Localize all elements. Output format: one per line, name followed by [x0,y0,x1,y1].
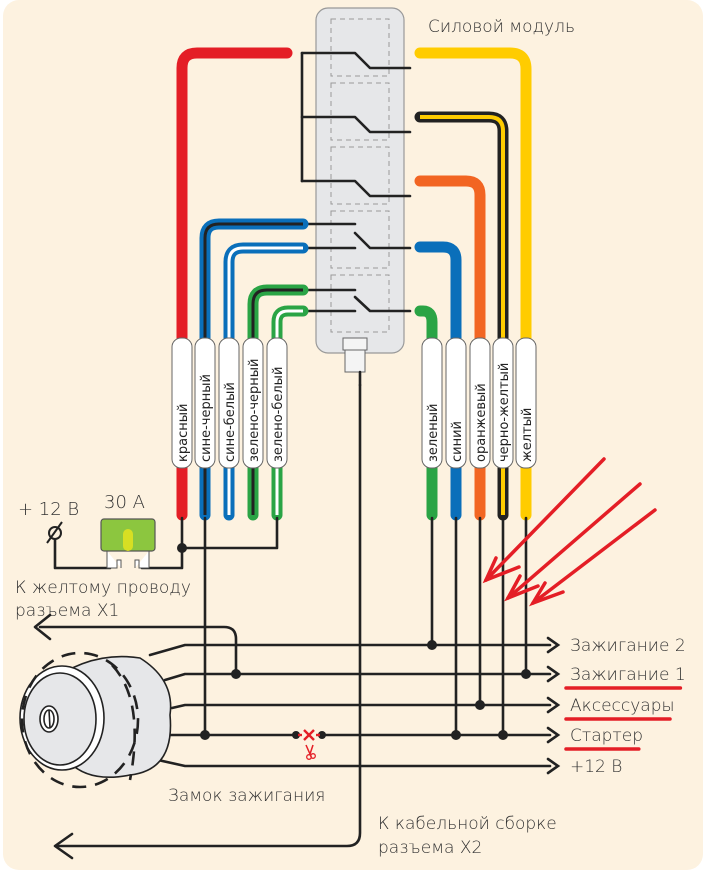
cut-scissors-icon [298,729,320,760]
x1-note-line2: разъема Х1 [15,601,119,621]
output-label: Зажигание 2 [570,636,686,656]
left-wire-tags: красный сине-черный сине-белый зелено-черны… [171,337,288,469]
left-wire-bundle [176,47,309,521]
power-input: + 12 В 30 А [18,492,187,570]
wire-tag-label: оранжевый [474,383,489,462]
fuse-rating: 30 А [104,492,145,513]
ignition-lock [19,613,561,789]
output-label: Стартер [570,726,643,746]
wire-tag-label: черно-желтый [497,363,512,462]
output-label: Аксессуары [570,696,675,716]
wire-tag-label: зелено-белый [271,367,286,462]
module-title: Силовой модуль [428,17,575,37]
module-connector [342,337,368,373]
wire-tag [171,337,193,469]
blue-wire [414,241,462,521]
wire-tag [492,337,514,469]
right-wire-bundle [414,47,532,521]
wire-tag [266,337,288,469]
wire-tag-label: сине-белый [223,382,238,462]
orange-wire [414,175,486,521]
wire-tag-label: красный [176,404,191,462]
wire-tag-label: сине-черный [199,374,214,462]
right-wire-tags: зеленый синий оранжевый черно-желтый желтый [421,337,537,469]
annotation-arrows [482,457,657,607]
red-wire [176,47,293,521]
wire-tag [515,337,537,469]
wire-tag [469,337,491,469]
wire-tag [421,337,443,469]
power-module: Силовой модуль [315,7,575,387]
yellow-wire [414,47,532,521]
wire-tag-label: зелено-черный [247,358,262,462]
green-wire [414,305,438,521]
wire-tag [242,337,264,469]
arrow-2 [506,482,642,600]
voltage-label: + 12 В [18,499,79,520]
relay-switches [300,51,412,313]
arrow-3 [531,508,657,605]
wire-tag [194,337,216,469]
lock-label: Замок зажигания [168,786,325,806]
lock-highlight-circle [20,651,140,789]
x1-note-line1: К желтому проводу [15,578,191,598]
wire-tag [445,337,467,469]
output-label: +12 В [570,757,622,777]
output-label: Зажигание 1 [570,665,686,685]
fuse-icon [100,518,156,569]
arrow-1 [484,457,606,582]
lock-icon [19,655,172,778]
wire-tag-label: зеленый [426,404,441,462]
wire-tag-label: желтый [520,408,535,462]
x2-note-line2: разъема Х2 [378,838,482,858]
wire-tag [218,337,240,469]
wire-tag-label: синий [450,421,465,462]
x2-note-line1: К кабельной сборке [378,814,557,834]
